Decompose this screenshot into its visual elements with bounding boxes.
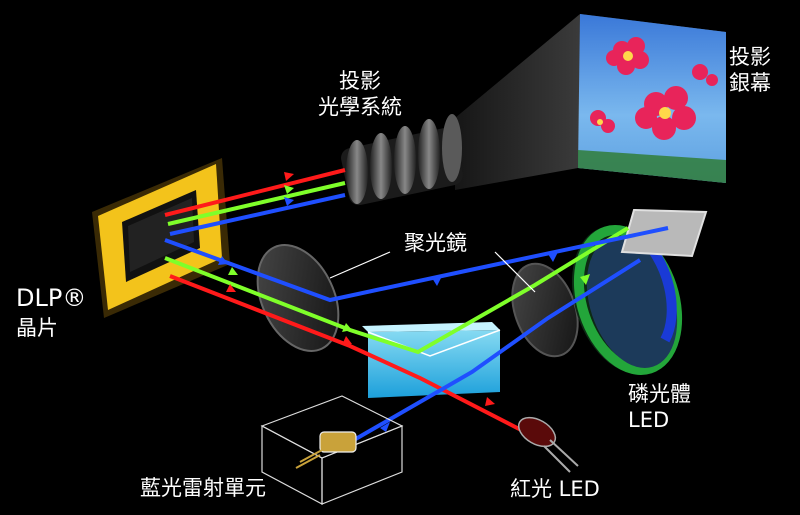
beam-arrows [218, 172, 590, 432]
mirror [620, 208, 708, 258]
label-projection-optics-line1: 投影 [339, 69, 381, 93]
blue-beam-laser [339, 258, 642, 450]
blue-beam-return [164, 226, 669, 303]
label-phosphor-led-line1: 磷光體 [628, 382, 691, 406]
label-condenser-lens: 聚光鏡 [404, 231, 467, 255]
phosphor-wheel [571, 225, 683, 375]
label-dlp-chip: DLP® 晶片 [16, 283, 86, 343]
label-projection-optics-line2: 光學系統 [318, 95, 402, 119]
projection-screen [578, 14, 726, 183]
red-beam-out [164, 168, 346, 217]
red-beam [169, 274, 526, 434]
label-projection-optics: 投影 光學系統 [318, 68, 402, 120]
label-projection-screen-line1: 投影 [729, 45, 771, 69]
label-phosphor-led-line2: LED [628, 408, 670, 432]
label-projection-screen-line2: 銀幕 [729, 71, 771, 95]
flower-image [578, 37, 726, 183]
red-led [517, 416, 579, 473]
dlp-chip [92, 158, 230, 318]
label-dlp-chip-line2: 晶片 [16, 316, 58, 340]
label-projection-screen: 投影 銀幕 [729, 44, 771, 96]
label-dlp-chip-line1: DLP® [16, 284, 87, 312]
label-phosphor-led: 磷光體 LED [628, 381, 691, 433]
label-blue-laser-unit: 藍光雷射單元 [140, 476, 266, 500]
projection-lens-barrel [341, 114, 463, 206]
blue-beam-out [169, 193, 346, 236]
leader-lines [329, 251, 536, 293]
green-beam [164, 226, 630, 355]
green-beam-out [167, 181, 346, 226]
light-beams [164, 168, 669, 450]
blue-laser-unit [260, 395, 404, 505]
label-red-led: 紅光 LED [510, 477, 600, 501]
